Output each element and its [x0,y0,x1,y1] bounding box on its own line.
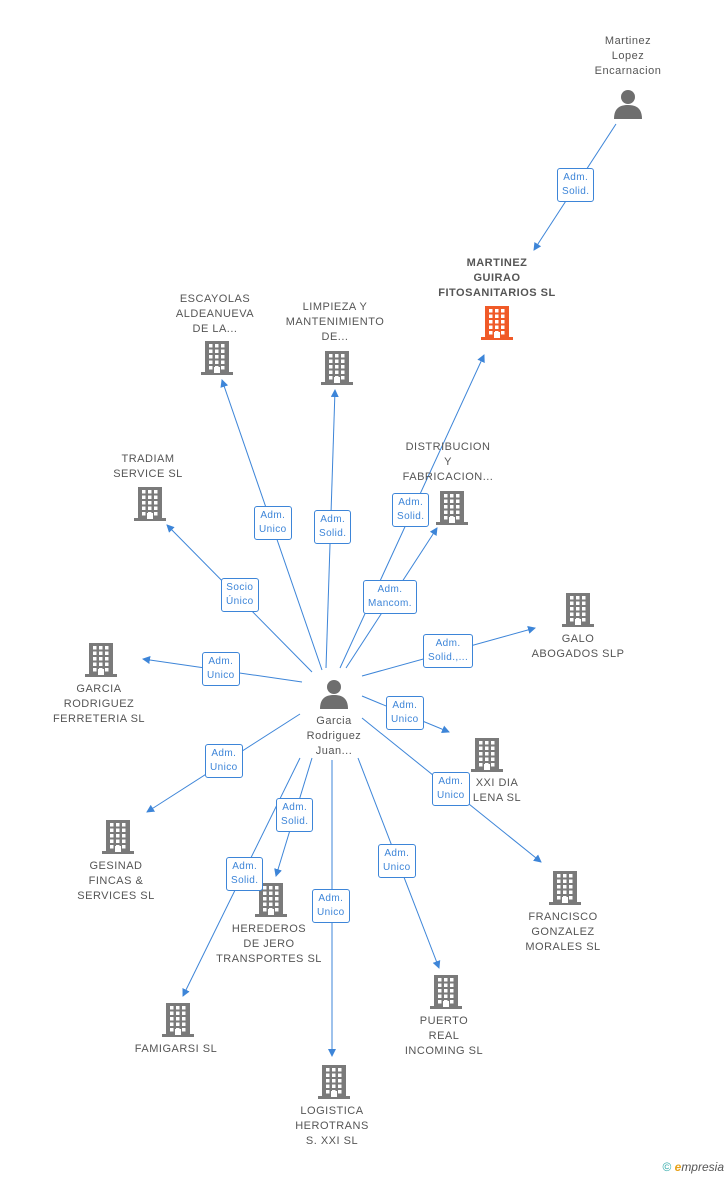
edge-label-e-tradiam[interactable]: Socio Único [221,578,259,612]
node-label-puerto[interactable]: PUERTO REAL INCOMING SL [404,1015,484,1057]
building-icon-martinez-guirao[interactable] [481,306,513,345]
building-icon-garcia-ferreteria[interactable] [85,643,117,682]
node-label-herederos[interactable]: HEREDEROS DE JERO TRANSPORTES SL [216,923,322,965]
node-label-limpieza[interactable]: LIMPIEZA Y MANTENIMIENTO DE... [285,301,385,343]
node-label-francisco[interactable]: FRANCISCO GONZALEZ MORALES SL [525,911,601,953]
edge-label-e-ferreteria[interactable]: Adm. Unico [202,652,240,686]
building-icon-puerto[interactable] [430,975,462,1014]
node-label-martinez-guirao[interactable]: MARTINEZ GUIRAO FITOSANITARIOS SL [438,257,556,299]
building-icon-francisco[interactable] [549,871,581,910]
copyright-icon: © [662,1160,672,1174]
building-icon-tradiam[interactable] [134,487,166,526]
edge-label-e-herederos[interactable]: Adm. Solid. [276,798,314,832]
node-label-logistica[interactable]: LOGISTICA HEROTRANS S. XXI SL [295,1105,369,1147]
building-icon-famigarsi[interactable] [162,1003,194,1042]
building-icon-galo[interactable] [562,593,594,632]
edge-label-e-gesinad[interactable]: Adm. Unico [205,744,243,778]
edge-label-e-famigarsi[interactable]: Adm. Solid. [226,857,264,891]
empresia-logo-initial: e [674,1160,682,1174]
node-label-famigarsi[interactable]: FAMIGARSI SL [134,1043,218,1055]
building-icon-limpieza[interactable] [321,351,353,390]
node-label-escayolas[interactable]: ESCAYOLAS ALDEANUEVA DE LA... [175,293,255,335]
building-icon-xxi-dia[interactable] [471,738,503,777]
person-icon-garcia-juan[interactable] [319,679,349,714]
edge-label-e-xxi[interactable]: Adm. Unico [386,696,424,730]
node-label-martinez-lopez[interactable]: Martinez Lopez Encarnacion [594,35,662,77]
node-label-garcia-ferreteria[interactable]: GARCIA RODRIGUEZ FERRETERIA SL [52,683,146,725]
edge-label-e-martinez[interactable]: Adm. Solid. [557,168,595,202]
node-label-tradiam[interactable]: TRADIAM SERVICE SL [113,453,183,480]
node-label-xxi-dia[interactable]: XXI DIA LENA SL [472,777,522,804]
building-icon-herederos[interactable] [255,883,287,922]
edge-label-e-puerto[interactable]: Adm. Unico [378,844,416,878]
building-icon-distribucion[interactable] [436,491,468,530]
empresia-watermark: © empresia [662,1160,724,1174]
node-label-distribucion[interactable]: DISTRIBUCION Y FABRICACION... [402,441,494,483]
empresia-logo-text: mpresia [681,1160,724,1174]
edge-label-e-distribucion[interactable]: Adm. Mancom. [363,580,417,614]
edge-label-e-escayolas[interactable]: Adm. Unico [254,506,292,540]
edge-label-e-limpieza[interactable]: Adm. Solid. [314,510,352,544]
node-label-galo[interactable]: GALO ABOGADOS SLP [531,633,625,660]
node-label-gesinad[interactable]: GESINAD FINCAS & SERVICES SL [77,860,155,902]
edge-label-e-galo[interactable]: Adm. Solid.,... [423,634,474,668]
building-icon-escayolas[interactable] [201,341,233,380]
person-icon-martinez-lopez[interactable] [613,89,643,124]
edge-label-e-logistica[interactable]: Adm. Unico [312,889,350,923]
building-icon-logistica[interactable] [318,1065,350,1104]
building-icon-gesinad[interactable] [102,820,134,859]
edge-label-e-francisco[interactable]: Adm. Unico [432,772,470,806]
node-label-garcia-juan[interactable]: Garcia Rodriguez Juan... [306,715,362,757]
edge-label-e-guirao[interactable]: Adm. Solid. [392,493,430,527]
